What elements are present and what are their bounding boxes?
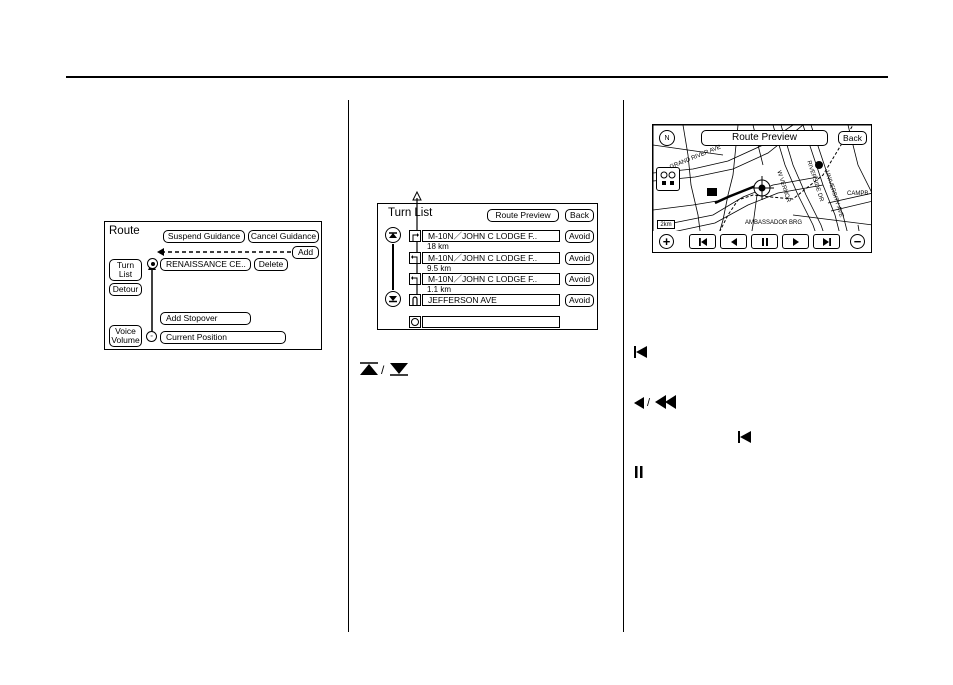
turn-row-4[interactable]: JEFFERSON AVE bbox=[422, 294, 560, 306]
voice-volume-button[interactable]: Voice Volume bbox=[109, 325, 142, 347]
turn-list-button[interactable]: Turn List bbox=[109, 259, 142, 281]
column-divider-2 bbox=[623, 100, 624, 632]
route-preview-screen: N Route Preview Back GRAND RIVER AVE W V… bbox=[652, 124, 872, 253]
turn-list-screen: Turn List Route Preview Back M-10N／JOHN … bbox=[377, 190, 598, 330]
back-button[interactable]: Back bbox=[565, 209, 594, 222]
map-label: AMBASSADOR BRG bbox=[745, 220, 803, 226]
skip-start-icon bbox=[698, 237, 707, 246]
zoom-in-button[interactable]: + bbox=[659, 234, 674, 249]
turn-row-3[interactable]: M-10N／JOHN C LODGE F.. bbox=[422, 273, 560, 285]
scroll-down-button[interactable] bbox=[385, 291, 401, 307]
avoid-button-3[interactable]: Avoid bbox=[565, 273, 594, 286]
map-mode-icon[interactable] bbox=[656, 167, 680, 191]
map-scale: 2km bbox=[657, 220, 675, 229]
suspend-guidance-button[interactable]: Suspend Guidance bbox=[163, 230, 245, 243]
reverse-icon bbox=[633, 397, 645, 409]
route-screen: Route Suspend Guidance Cancel Guidance A… bbox=[104, 221, 322, 350]
u-turn-icon bbox=[409, 294, 421, 306]
cancel-guidance-button[interactable]: Cancel Guidance bbox=[248, 230, 319, 243]
skip-to-start-button[interactable] bbox=[689, 234, 716, 249]
map-scale-label: 2km bbox=[660, 221, 672, 228]
turn-row-1-distance: 18 km bbox=[427, 242, 449, 251]
current-position-item[interactable]: Current Position bbox=[160, 331, 286, 344]
skip-start-icon bbox=[737, 431, 753, 443]
route-preview-title: Route Preview bbox=[701, 130, 828, 146]
destination-marker-icon bbox=[147, 258, 158, 269]
turn-row-1[interactable]: M-10N／JOHN C LODGE F.. bbox=[422, 230, 560, 242]
scroll-down-icon bbox=[390, 362, 408, 376]
add-button[interactable]: Add bbox=[292, 246, 319, 259]
scroll-up-icon bbox=[360, 362, 378, 376]
turn-icon-left bbox=[409, 273, 421, 285]
turn-icon-right bbox=[409, 230, 421, 242]
turn-row-2[interactable]: M-10N／JOHN C LODGE F.. bbox=[422, 252, 560, 264]
turn-row-2-distance: 9.5 km bbox=[427, 264, 452, 273]
add-stopover-button[interactable]: Add Stopover bbox=[160, 312, 251, 325]
map-label: CAMPB bbox=[847, 191, 869, 197]
current-position-icon: ◦ bbox=[146, 331, 157, 342]
chevron-up-icon bbox=[389, 232, 397, 238]
forward-button[interactable] bbox=[782, 234, 809, 249]
crosshair-icon bbox=[750, 176, 774, 200]
avoid-button-1[interactable]: Avoid bbox=[565, 230, 594, 243]
pause-icon bbox=[761, 237, 768, 246]
chevron-down-icon bbox=[389, 296, 397, 303]
turn-row-3-distance: 1.1 km bbox=[427, 285, 452, 294]
play-icon bbox=[792, 237, 799, 246]
route-preview-button[interactable]: Route Preview bbox=[487, 209, 559, 222]
destination-row[interactable] bbox=[422, 316, 560, 328]
rewind-button[interactable] bbox=[720, 234, 747, 249]
back-button[interactable]: Back bbox=[838, 131, 867, 145]
scrollbar-track[interactable] bbox=[392, 244, 394, 290]
avoid-button-4[interactable]: Avoid bbox=[565, 294, 594, 307]
icon-separator: / bbox=[381, 363, 385, 377]
skip-to-end-button[interactable] bbox=[813, 234, 840, 249]
delete-button[interactable]: Delete bbox=[254, 258, 288, 271]
scroll-up-button[interactable] bbox=[385, 227, 401, 243]
pause-button[interactable] bbox=[751, 234, 778, 249]
column-divider-1 bbox=[348, 100, 349, 632]
north-compass-icon[interactable]: N bbox=[659, 130, 675, 146]
destination-flag-icon bbox=[409, 316, 421, 328]
zoom-out-button[interactable]: − bbox=[850, 234, 865, 249]
route-title: Route bbox=[109, 225, 140, 237]
avoid-button-2[interactable]: Avoid bbox=[565, 252, 594, 265]
turn-list-title: Turn List bbox=[388, 207, 433, 219]
turn-icon-left bbox=[409, 252, 421, 264]
detour-button[interactable]: Detour bbox=[109, 283, 142, 296]
voice-volume-label: Voice Volume bbox=[111, 326, 140, 345]
pause-icon bbox=[634, 466, 644, 478]
skip-start-icon bbox=[633, 346, 649, 358]
fast-reverse-icon bbox=[655, 395, 677, 409]
turn-list-label: Turn List bbox=[116, 260, 135, 279]
destination-item[interactable]: RENAISSANCE CE.. bbox=[160, 258, 251, 271]
reverse-icon bbox=[730, 237, 737, 246]
icon-separator: / bbox=[647, 397, 651, 409]
skip-end-icon bbox=[822, 237, 831, 246]
top-rule bbox=[66, 76, 888, 78]
